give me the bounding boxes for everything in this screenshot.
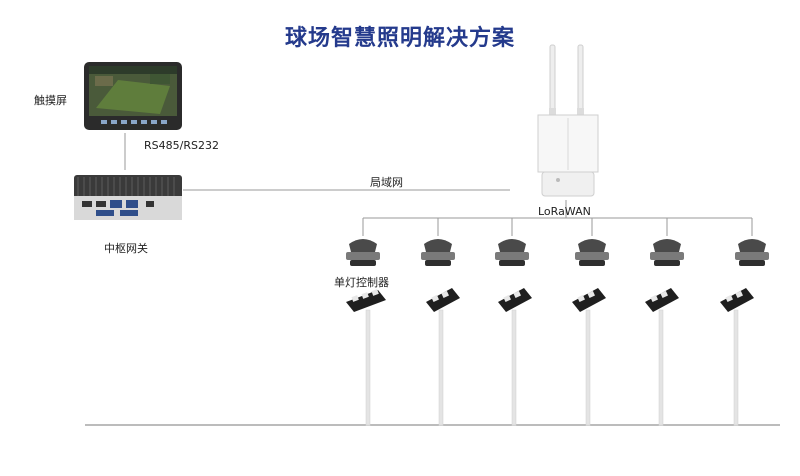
lamp-controllers bbox=[346, 239, 769, 266]
lamp-controller-icon bbox=[735, 239, 769, 266]
lorawan-label: LoRaWAN bbox=[538, 205, 591, 218]
gateway-label: 中枢网关 bbox=[104, 242, 148, 255]
lamp-controller-icon bbox=[495, 239, 529, 266]
floodlight-pole-icon bbox=[572, 288, 606, 426]
touchscreen-label: 触摸屏 bbox=[34, 94, 67, 107]
floodlight-pole-icon bbox=[645, 288, 679, 426]
lamp-controller-icon bbox=[421, 239, 455, 266]
page-title: 球场智慧照明解决方案 bbox=[284, 26, 515, 51]
floodlight-poles bbox=[346, 288, 754, 426]
lora-base-station-icon bbox=[537, 44, 599, 197]
serial-interface-label: RS485/RS232 bbox=[144, 139, 219, 152]
gateway-device-icon bbox=[74, 175, 182, 220]
lamp-controller-icon bbox=[575, 239, 609, 266]
lan-label: 局域网 bbox=[370, 176, 403, 189]
floodlight-pole-icon bbox=[498, 288, 532, 426]
lamp-controller-icon bbox=[650, 239, 684, 266]
floodlight-pole-icon bbox=[720, 288, 754, 426]
touchscreen-icon bbox=[84, 62, 182, 130]
lamp-controller-label: 单灯控制器 bbox=[334, 276, 389, 289]
floodlight-pole-icon bbox=[426, 288, 460, 426]
lamp-controller-icon bbox=[346, 239, 380, 266]
network-lines bbox=[124, 133, 753, 236]
floodlight-pole-icon bbox=[346, 289, 386, 426]
